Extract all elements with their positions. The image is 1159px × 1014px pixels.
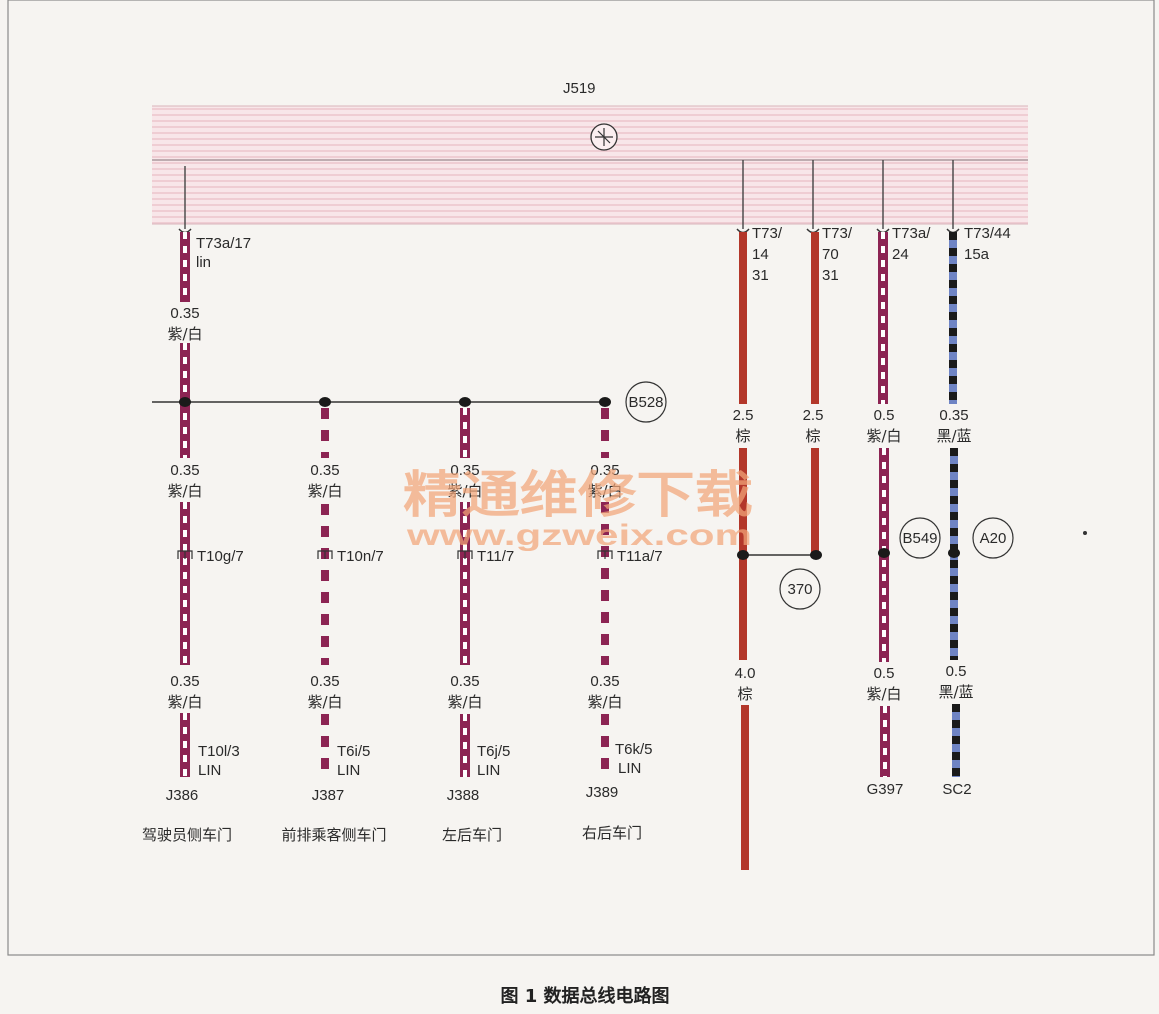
door-connector-symbols [177, 550, 613, 559]
branch-j389: 0.35 紫/白 T11a/7 0.35 紫/白 T6k/5 LIN J389 … [582, 462, 663, 842]
pin-t73-70: T73/ [822, 225, 853, 242]
pin-t73a-17-sub: lin [196, 254, 211, 271]
branch-j388-pin: T6j/5 [477, 743, 510, 760]
splice-b528-label: B528 [628, 394, 663, 411]
ground-symbol [590, 123, 618, 151]
branch-j386-unit: J386 [166, 787, 199, 804]
pin-t73a-17: T73a/17 [196, 235, 251, 252]
branch-j387-low-color: 紫/白 [307, 693, 342, 711]
branch-j388: 0.35 紫/白 T11/7 0.35 紫/白 T6j/5 LIN J388 左… [442, 462, 514, 844]
unit-g397: G397 [867, 781, 904, 798]
branch-j387-conn: T10n/7 [337, 548, 384, 565]
wire-t73-14-color: 棕 [735, 427, 750, 445]
branch-j388-mid-color: 紫/白 [447, 482, 482, 500]
watermark-cn: 精通维修下载 [403, 466, 753, 524]
unit-sc2: SC2 [942, 781, 971, 798]
paper-speck [1083, 531, 1087, 535]
pin-t73-44: T73/44 [964, 225, 1011, 242]
pin-t73a-24: T73a/ [892, 225, 931, 242]
branch-j387-mid-color: 紫/白 [307, 482, 342, 500]
branch-j389-conn: T11a/7 [617, 548, 663, 565]
branch-j388-desc: 左后车门 [442, 826, 502, 844]
branch-j389-low-size: 0.35 [590, 673, 619, 690]
branch-j386-pin-sub: LIN [198, 762, 221, 779]
wire-t73a-17-size: 0.35 [170, 305, 199, 322]
branch-j388-conn: T11/7 [477, 548, 514, 565]
pin-t73a-24-2: 24 [892, 246, 909, 263]
wire-t73-44-color-bottom: 黑/蓝 [938, 683, 973, 701]
splice-a20: A20 [972, 517, 1014, 559]
branch-j386-desc: 驾驶员侧车门 [142, 826, 232, 844]
wire-t73-44-size-bottom: 0.5 [946, 663, 967, 680]
branch-j386-low-size: 0.35 [170, 673, 199, 690]
pin-t73-14-2: 14 [752, 246, 769, 263]
wire-t73-44-size-top: 0.35 [939, 407, 968, 424]
branch-j386-mid-size: 0.35 [170, 462, 199, 479]
figure-caption: 图 1 数据总线电路图 [500, 985, 669, 1007]
branch-j388-mid-size: 0.35 [450, 462, 479, 479]
wire-t73-14-size: 2.5 [733, 407, 754, 424]
branch-j389-mid-size: 0.35 [590, 462, 619, 479]
splice-b528: B528 [625, 381, 667, 423]
pin-t73-70-2: 70 [822, 246, 839, 263]
branch-j387-pin-sub: LIN [337, 762, 360, 779]
wire-t73-70-size: 2.5 [803, 407, 824, 424]
branch-j387-desc: 前排乘客侧车门 [281, 826, 386, 844]
branch-j387-mid-size: 0.35 [310, 462, 339, 479]
branch-j387: 0.35 紫/白 T10n/7 0.35 紫/白 T6i/5 LIN J387 … [281, 462, 386, 844]
branch-j386-conn: T10g/7 [197, 548, 244, 565]
wire-t73a-24-color-bottom: 紫/白 [866, 685, 901, 703]
pin-t73-44-2: 15a [964, 246, 990, 263]
wire-t73a-24-color-top: 紫/白 [866, 427, 901, 445]
pin-t73-70-3: 31 [822, 267, 839, 284]
pin-t73-14: T73/ [752, 225, 783, 242]
branch-j388-unit: J388 [447, 787, 480, 804]
branch-j389-low-color: 紫/白 [587, 693, 622, 711]
module-j519 [152, 106, 1028, 224]
branch-j387-unit: J387 [312, 787, 345, 804]
module-name: J519 [563, 80, 596, 97]
splice-b549: B549 [899, 517, 941, 559]
branch-j389-mid-color: 紫/白 [587, 482, 622, 500]
branch-j388-low-color: 紫/白 [447, 693, 482, 711]
wire-t73a-24-size-top: 0.5 [874, 407, 895, 424]
wire-t73-44-color-top: 黑/蓝 [936, 427, 971, 445]
branch-j389-unit: J389 [586, 784, 619, 801]
watermark-url: www.gzweix.com [406, 519, 752, 552]
branch-j389-pin: T6k/5 [615, 741, 653, 758]
module-leads [184, 160, 954, 229]
splice-370: 370 [779, 568, 821, 610]
splice-370-label: 370 [787, 581, 812, 598]
wire-t73a-17-color: 紫/白 [167, 325, 202, 343]
branch-j386: 0.35 紫/白 T10g/7 0.35 紫/白 T10l/3 LIN J386… [142, 462, 244, 844]
branch-j389-pin-sub: LIN [618, 760, 641, 777]
branch-j389-desc: 右后车门 [582, 824, 642, 842]
wire-t73a-24-size-bottom: 0.5 [874, 665, 895, 682]
branch-j388-low-size: 0.35 [450, 673, 479, 690]
splice-a20-label: A20 [980, 530, 1007, 547]
splice-dots [179, 397, 960, 560]
diagram-frame [7, 0, 1155, 956]
branch-j386-mid-color: 紫/白 [167, 482, 202, 500]
wires-layer [180, 232, 960, 870]
branch-j388-pin-sub: LIN [477, 762, 500, 779]
branch-j387-low-size: 0.35 [310, 673, 339, 690]
branch-j386-pin: T10l/3 [198, 743, 240, 760]
brown-out-color: 棕 [737, 685, 752, 703]
splice-b549-label: B549 [902, 530, 937, 547]
wire-t73-70-color: 棕 [805, 427, 820, 445]
pin-t73-14-3: 31 [752, 267, 769, 284]
branch-j387-pin: T6i/5 [337, 743, 370, 760]
brown-out-size: 4.0 [735, 665, 756, 682]
branch-j386-low-color: 紫/白 [167, 693, 202, 711]
